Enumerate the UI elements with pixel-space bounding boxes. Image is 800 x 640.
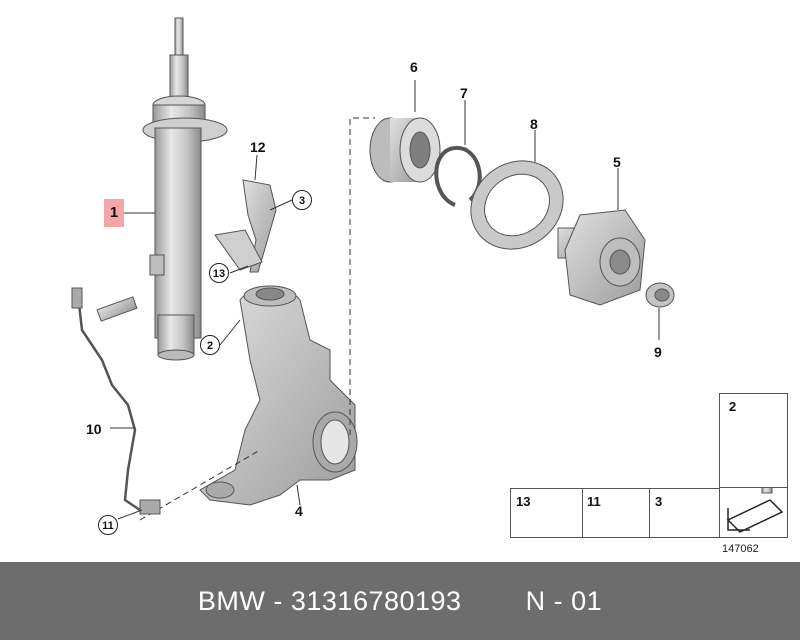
footer-separator: -	[265, 585, 291, 616]
legend-box-arrow	[719, 487, 788, 538]
footer-part-number: 31316780193	[290, 585, 462, 616]
footer-brand: BMW	[197, 585, 266, 616]
legend-label-2: 2	[729, 399, 737, 414]
callout-6: 6	[410, 59, 418, 75]
bearing-part	[369, 117, 441, 183]
callout-9: 9	[654, 344, 662, 360]
callout-4: 4	[295, 503, 303, 519]
callout-3: 3	[292, 190, 312, 210]
axis-line	[349, 117, 375, 435]
callout-10: 10	[86, 421, 102, 437]
sensor-cable-part	[71, 287, 161, 515]
strut-part	[142, 17, 228, 361]
reference-code: 147062	[722, 543, 759, 555]
callout-12: 12	[250, 139, 266, 155]
legend-label-13: 13	[516, 494, 531, 509]
hub-part	[557, 209, 646, 306]
callout-7: 7	[460, 85, 468, 101]
callout-1: 1	[104, 199, 124, 227]
callout-8: 8	[530, 116, 538, 132]
knuckle-part	[199, 285, 358, 506]
circlip-part	[434, 146, 482, 207]
legend-box-11	[582, 488, 650, 538]
callout-5: 5	[613, 154, 621, 170]
callout-11: 11	[98, 515, 118, 535]
footer-banner: BMW - 31316780193 N - 01	[0, 562, 800, 640]
footer-variant: N - 01	[525, 585, 603, 616]
bracket-part	[214, 179, 277, 273]
legend-box-13	[510, 488, 583, 538]
parts-diagram: 13 11 3 2 1 2 3 4 5 6 7 8 9 10 11 12 13 …	[71, 17, 788, 555]
nut-part	[645, 282, 675, 308]
footer-gap	[462, 586, 526, 617]
callout-13: 13	[209, 263, 229, 283]
seal-part	[470, 160, 564, 250]
legend-label-3: 3	[655, 494, 663, 509]
legend-box-3	[649, 488, 720, 538]
callout-2: 2	[200, 335, 220, 355]
legend-label-11: 11	[587, 494, 601, 509]
diagram-drawing	[71, 17, 784, 533]
